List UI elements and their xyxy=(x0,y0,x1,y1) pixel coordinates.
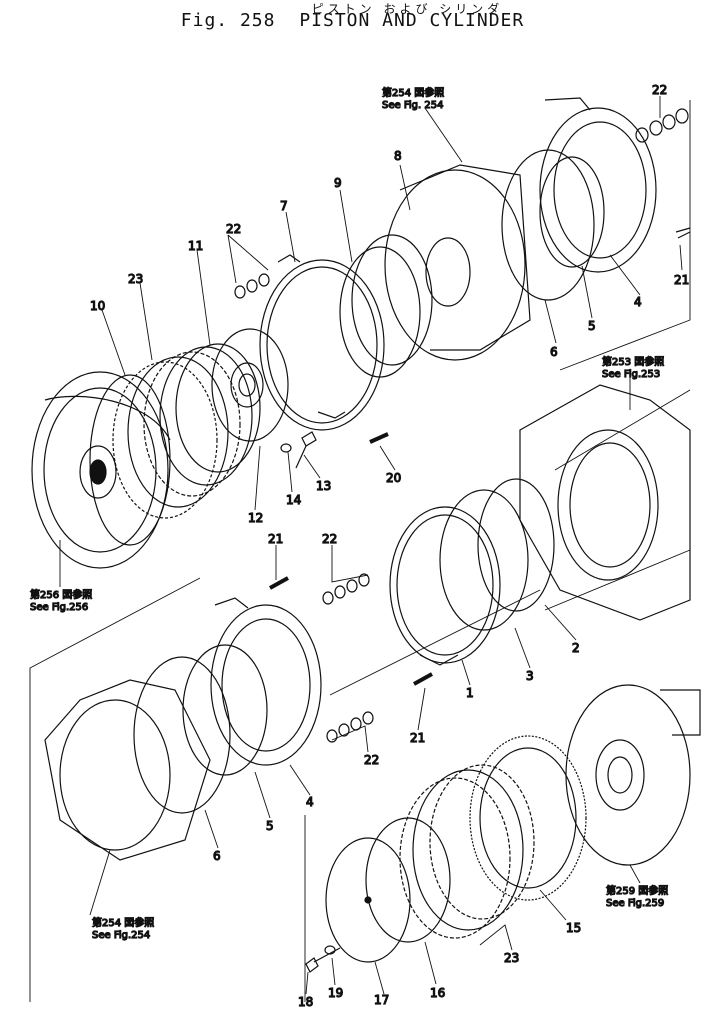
frame-right-low xyxy=(544,549,691,611)
part-15-gear-inner xyxy=(479,747,577,889)
callout-15: 15 xyxy=(566,921,581,935)
callout-5: 5 xyxy=(266,819,274,833)
part-16-ring xyxy=(365,817,451,943)
part-3-ring xyxy=(439,489,529,631)
callout-22: 22 xyxy=(652,83,667,97)
ref-254-bottom: See Fig.254 xyxy=(92,930,150,941)
callout-13: 13 xyxy=(316,479,331,493)
callout-8: 8 xyxy=(394,149,402,163)
part-5-ring-lower xyxy=(182,644,268,776)
diagram-title-japanese: ピストン および シリンダ xyxy=(311,2,504,16)
part-13-bolt xyxy=(295,431,317,469)
part-22-nuts-lower-left xyxy=(322,573,370,605)
ref-253-jp: 第253 図参照 xyxy=(602,355,664,368)
part-17-plate xyxy=(325,837,411,963)
part-20-screw xyxy=(369,432,389,444)
part-21-screw-upper xyxy=(675,227,691,239)
group-frames xyxy=(29,100,691,1002)
callout-20: 20 xyxy=(386,471,401,485)
callout-16: 16 xyxy=(430,986,445,1000)
callout-21: 21 xyxy=(410,731,425,745)
frame-lower-mid xyxy=(329,589,541,696)
part-2-ring xyxy=(477,478,555,612)
callout-21: 21 xyxy=(674,273,689,287)
frame-right-mid xyxy=(554,389,691,471)
diagram-title: Fig. 258 PISTON AND CYLINDER xyxy=(0,10,705,31)
group-references: 第254 図参照 See Fig. 254 第253 図参照 See Fig.2… xyxy=(29,85,668,941)
callout-7: 7 xyxy=(280,199,288,213)
part-4-piston-upper xyxy=(539,97,657,273)
callout-11: 11 xyxy=(188,239,203,253)
callout-9: 9 xyxy=(334,176,342,190)
ref-254-top: See Fig. 254 xyxy=(382,100,443,111)
part-23-clutch-discs-upper xyxy=(112,343,261,519)
callout-14: 14 xyxy=(286,493,301,507)
part-21-screw-lower xyxy=(269,576,289,590)
part-21-screw-bottom xyxy=(413,672,433,686)
ref-254-top-jp: 第254 図参照 xyxy=(382,86,444,99)
figure-number: Fig. 258 xyxy=(180,10,276,31)
callout-22: 22 xyxy=(226,222,241,236)
part-housing-plate-254-lower xyxy=(44,679,211,861)
part-7-ring xyxy=(259,254,385,431)
group-leader-lines xyxy=(59,96,683,995)
ref-256-jp: 第256 図参照 xyxy=(30,588,92,601)
callout-6: 6 xyxy=(550,345,558,359)
part-9-ring xyxy=(339,246,421,378)
callout-6: 6 xyxy=(213,849,221,863)
part-1-ring xyxy=(389,506,501,666)
callout-23: 23 xyxy=(128,272,143,286)
group-callouts: 22 23 11 10 7 9 8 22 21 4 5 6 12 14 13 2… xyxy=(89,82,689,1009)
part-5-ring-upper xyxy=(539,156,605,268)
ref-256: See Fig.256 xyxy=(30,602,88,613)
part-22-nuts-mid xyxy=(234,273,270,299)
callout-2: 2 xyxy=(572,641,580,655)
part-8-cylinder-housing xyxy=(384,164,531,361)
callout-23: 23 xyxy=(504,951,519,965)
callout-4: 4 xyxy=(306,795,314,809)
ref-259: See Fig.259 xyxy=(606,898,664,909)
frame-top-right xyxy=(559,100,691,371)
callout-4: 4 xyxy=(634,295,642,309)
callout-17: 17 xyxy=(374,993,389,1007)
callout-18: 18 xyxy=(298,995,313,1009)
ref-253: See Fig.253 xyxy=(602,369,660,380)
callout-3: 3 xyxy=(526,669,534,683)
ref-259-jp: 第259 図参照 xyxy=(606,884,668,897)
part-6-ring-upper xyxy=(501,149,595,301)
figure-title: PISTON AND CYLINDER xyxy=(299,10,525,31)
frame-lower-left xyxy=(29,577,201,1002)
callout-5: 5 xyxy=(588,319,596,333)
part-22-nuts-upper xyxy=(635,108,689,143)
callout-1: 1 xyxy=(466,686,474,700)
part-6-ring-lower xyxy=(133,656,231,814)
callout-21: 21 xyxy=(268,532,283,546)
ref-254-bottom-jp: 第254 図参照 xyxy=(92,916,154,929)
part-10-drum xyxy=(31,371,171,569)
part-4-piston-lower xyxy=(210,597,322,766)
callout-22: 22 xyxy=(364,753,379,767)
part-housing-plate-253 xyxy=(519,384,691,621)
part-12-hub-plate xyxy=(211,328,289,442)
callout-19: 19 xyxy=(328,986,343,1000)
part-22-nuts-lower-right xyxy=(326,711,374,743)
part-23-clutch-discs-lower xyxy=(399,764,535,939)
part-9-ring-inner xyxy=(351,234,433,366)
part-18-bolt xyxy=(305,947,341,973)
part-14-washer xyxy=(280,443,292,453)
part-15-gear xyxy=(469,735,587,901)
callout-12: 12 xyxy=(248,511,263,525)
callout-10: 10 xyxy=(90,299,105,313)
callout-22: 22 xyxy=(322,532,337,546)
part-hub-259 xyxy=(565,684,701,866)
